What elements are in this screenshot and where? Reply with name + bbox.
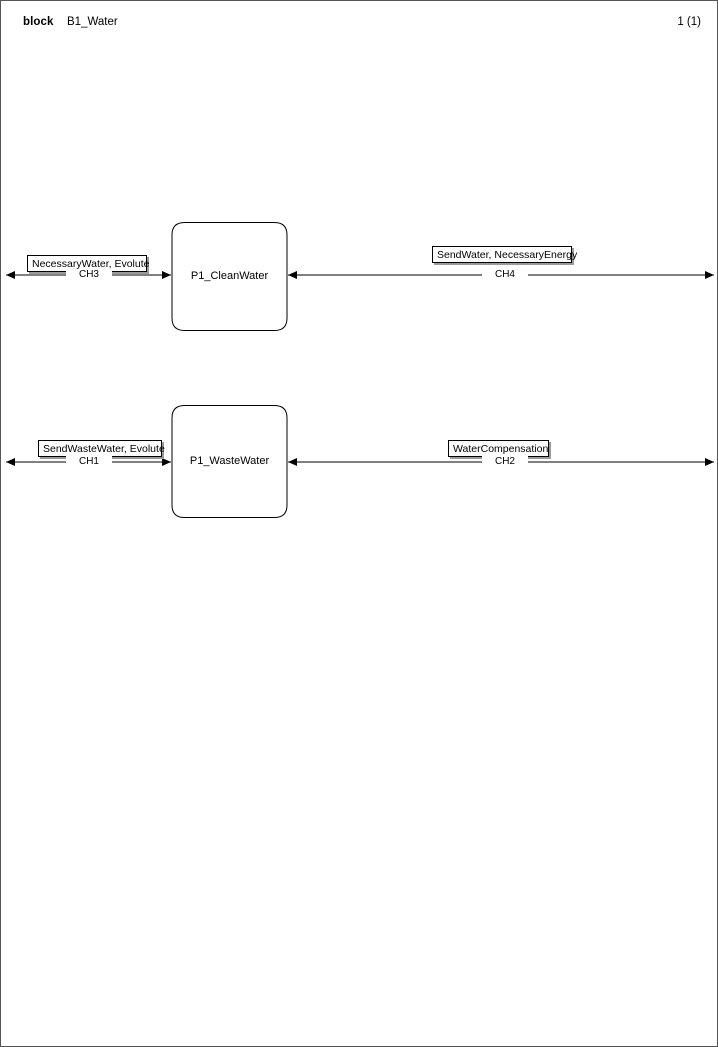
channel-id-ch3[interactable]: CH3 [66, 269, 112, 280]
header-kind-label: block [23, 16, 54, 28]
channel-signal-box-ch3[interactable]: NecessaryWater, Evolute [27, 255, 150, 272]
block-p1-wastewater[interactable]: P1_WasteWater [172, 405, 287, 518]
block-shape-p1-cleanwater[interactable] [171, 222, 288, 331]
channel-signal-box-ch1[interactable]: SendWasteWater, Evolute [38, 440, 165, 457]
block-label-p1-cleanwater: P1_CleanWater [190, 270, 269, 282]
channel-signal-box-ch2[interactable]: WaterCompensation [448, 440, 549, 457]
page-number: 1 (1) [677, 16, 701, 28]
block-shape-p1-wastewater[interactable] [171, 405, 288, 518]
block-label-p1-wastewater: P1_WasteWater [189, 455, 270, 467]
channel-id-ch2[interactable]: CH2 [482, 456, 528, 467]
channel-id-ch1[interactable]: CH1 [66, 456, 112, 467]
page-title: B1_Water [67, 16, 118, 28]
page-header: block B1_Water 1 (1) [1, 1, 717, 45]
channel-signal-box-ch4[interactable]: SendWater, NecessaryEnergy [432, 246, 577, 263]
channel-id-ch4[interactable]: CH4 [482, 269, 528, 280]
block-p1-cleanwater[interactable]: P1_CleanWater [172, 222, 287, 331]
